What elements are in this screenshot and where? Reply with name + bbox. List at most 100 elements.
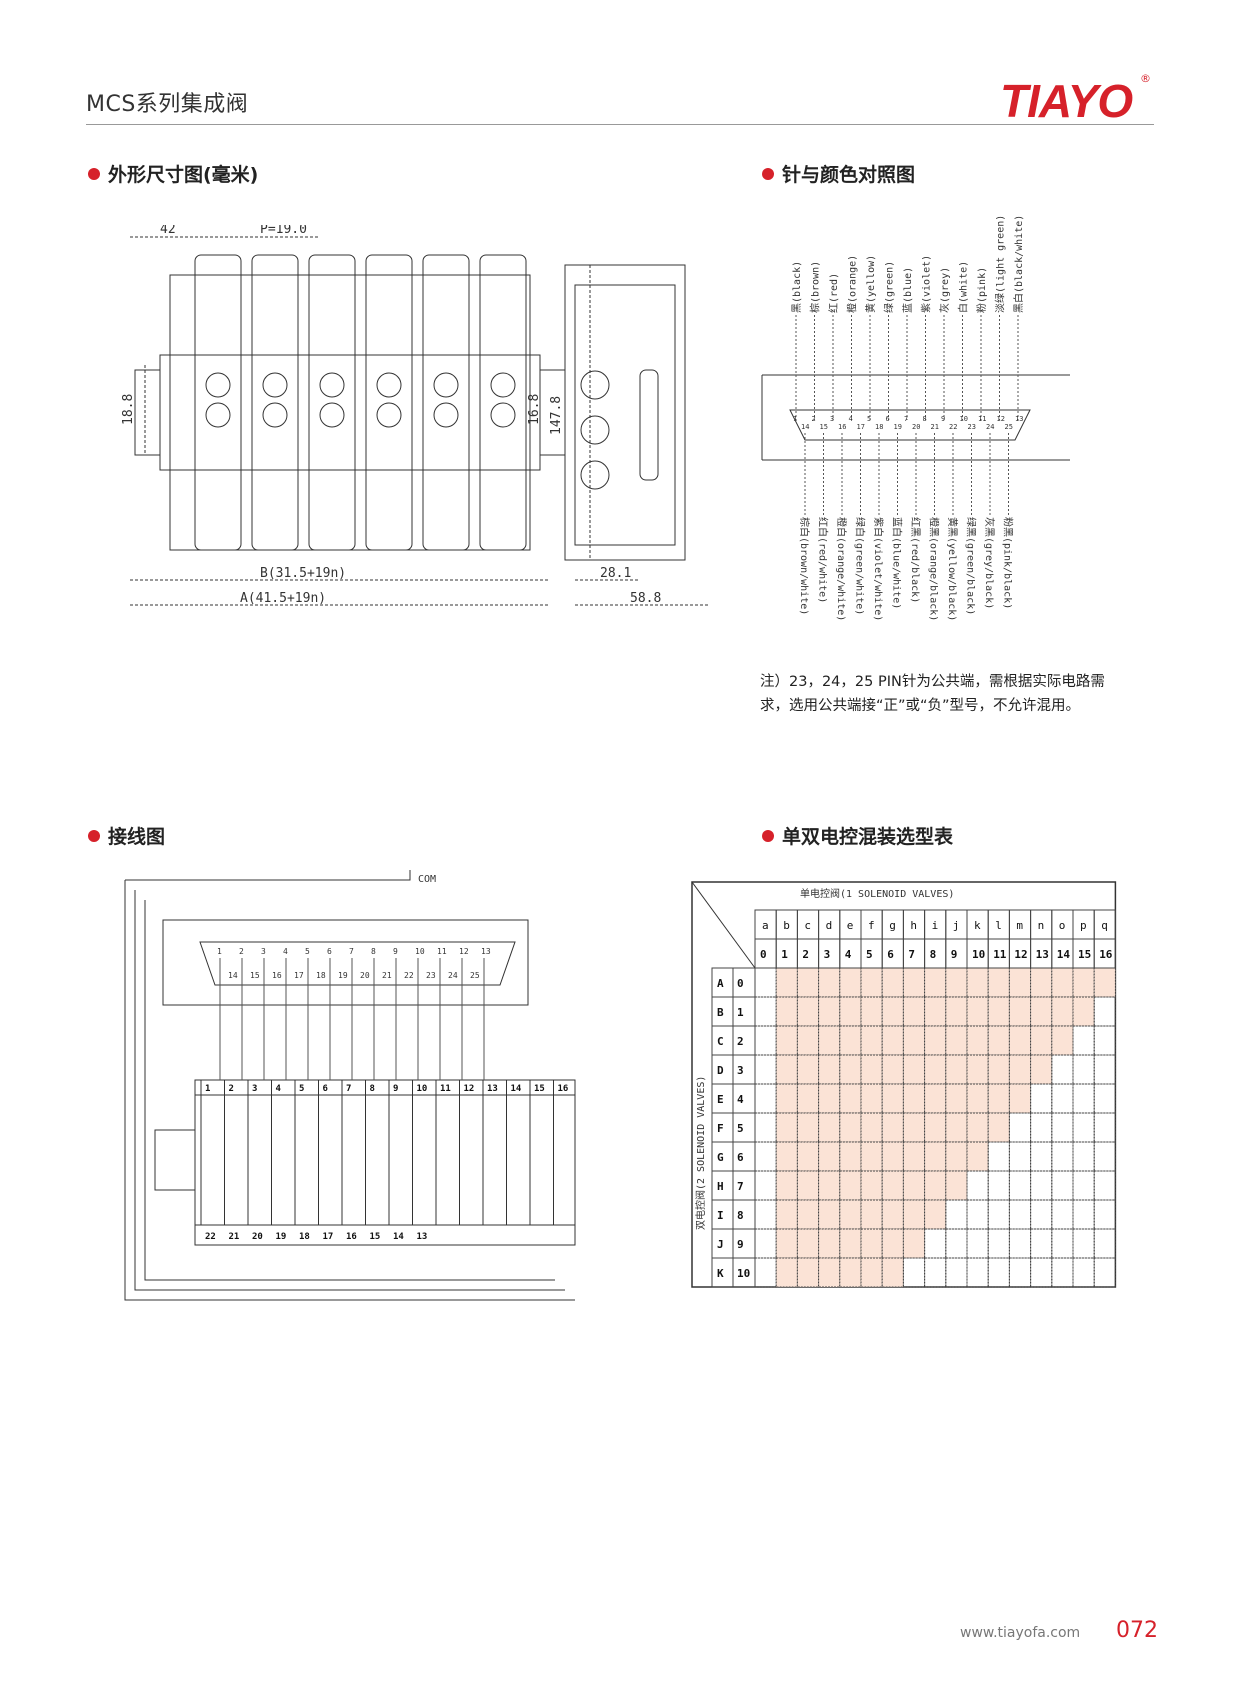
terminal-number: 16 xyxy=(346,1232,357,1242)
table-cell xyxy=(1093,967,1116,998)
terminal-number: 20 xyxy=(252,1232,263,1242)
table-cell xyxy=(881,1257,904,1288)
valve-port xyxy=(205,372,231,398)
col-number: 9 xyxy=(951,948,958,961)
table-cell xyxy=(1093,1257,1116,1288)
col-number: 15 xyxy=(1078,948,1091,961)
row-letter: G xyxy=(717,1151,724,1164)
col-letter: d xyxy=(826,919,833,932)
row-letter: D xyxy=(717,1064,724,1077)
table-cell xyxy=(987,1141,1010,1172)
connector-pin: 4 xyxy=(283,947,288,956)
table-cell xyxy=(1008,1199,1032,1230)
dim-58-8: 58.8 xyxy=(630,591,661,606)
pin-number: 20 xyxy=(912,423,920,431)
col-letter: f xyxy=(868,919,875,932)
table-cell xyxy=(987,1054,1010,1085)
terminal-number: 6 xyxy=(323,1084,328,1094)
pin-number: 6 xyxy=(886,415,890,423)
table-cell xyxy=(860,1025,883,1056)
page-number: 072 xyxy=(1116,1618,1158,1643)
col-number: 8 xyxy=(930,948,937,961)
table-cell xyxy=(945,1228,968,1259)
row-number: 0 xyxy=(737,977,744,990)
table-cell xyxy=(818,1199,841,1230)
table-cell xyxy=(902,1199,926,1230)
row-number: 5 xyxy=(737,1122,744,1135)
table-cell xyxy=(881,1083,904,1114)
terminal-block xyxy=(194,1079,576,1246)
table-cell xyxy=(1093,1112,1116,1143)
row-number: 3 xyxy=(737,1064,744,1077)
table-cell xyxy=(924,967,947,998)
table-cell xyxy=(1093,1199,1116,1230)
table-cell xyxy=(987,1083,1010,1114)
table-cell xyxy=(818,1054,841,1085)
table-cell xyxy=(1030,1112,1053,1143)
table-cell xyxy=(881,1025,904,1056)
table-cell xyxy=(775,1083,798,1114)
table-cell xyxy=(796,1141,820,1172)
pin-color-label: 粉黑(pink/black) xyxy=(1002,517,1015,609)
pin-number: 18 xyxy=(875,423,883,431)
table-cell xyxy=(945,1083,968,1114)
table-cell xyxy=(754,967,777,998)
row-number: 8 xyxy=(737,1209,744,1222)
table-cell xyxy=(796,1199,820,1230)
terminal-number: 15 xyxy=(370,1232,381,1242)
table-cell xyxy=(1072,996,1095,1027)
table-cell xyxy=(924,1025,947,1056)
dim-pitch: P=19.0 xyxy=(260,225,307,237)
table-cell xyxy=(1051,1083,1074,1114)
table-cell xyxy=(1093,1054,1116,1085)
pin-number: 14 xyxy=(801,423,809,431)
table-cell xyxy=(1072,1025,1095,1056)
col-number: 4 xyxy=(845,948,852,961)
table-cell xyxy=(987,1228,1010,1259)
table-cell xyxy=(945,1054,968,1085)
valve-port xyxy=(433,402,459,428)
connector-pin: 17 xyxy=(294,971,304,980)
table-cell xyxy=(1051,1025,1074,1056)
table-cell xyxy=(1008,1083,1032,1114)
table-cell xyxy=(987,967,1010,998)
table-cell xyxy=(902,1054,926,1085)
table-cell xyxy=(754,1199,777,1230)
table-cell xyxy=(860,1083,883,1114)
table-cell xyxy=(924,1228,947,1259)
table-cell xyxy=(987,1112,1010,1143)
terminal-number: 1 xyxy=(205,1084,210,1094)
table-cell xyxy=(796,1054,820,1085)
col-letter: i xyxy=(932,919,939,932)
table-cell xyxy=(818,1228,841,1259)
row-letter: E xyxy=(717,1093,724,1106)
table-cell xyxy=(1072,1170,1095,1201)
table-cell xyxy=(945,967,968,998)
manifold-base xyxy=(159,354,541,471)
row-letter: I xyxy=(717,1209,724,1222)
dim-147-8: 147.8 xyxy=(549,396,564,435)
col-number: 14 xyxy=(1057,948,1071,961)
table-cell xyxy=(1051,1112,1074,1143)
pin-color-label: 绿(green) xyxy=(883,261,896,313)
valve-port xyxy=(376,402,402,428)
table-cell xyxy=(1008,967,1032,998)
dsub-connector xyxy=(789,409,1031,441)
table-cell xyxy=(966,1199,989,1230)
manifold-outline xyxy=(169,274,531,551)
pin-number: 10 xyxy=(960,415,968,423)
table-cell xyxy=(1030,1083,1053,1114)
selection-table: a0b1c2d3e4f5g6h7i8j9k10l11m12n13o14p15q1… xyxy=(691,881,1117,1288)
table-cell xyxy=(860,1228,883,1259)
connector-pin: 8 xyxy=(371,947,376,956)
table-cell xyxy=(839,996,862,1027)
table-cell xyxy=(839,1083,862,1114)
valve-port xyxy=(490,372,516,398)
pin-color-label: 灰黑(grey/black) xyxy=(983,517,996,609)
table-cell xyxy=(945,1170,968,1201)
table-cell xyxy=(775,996,798,1027)
table-cell xyxy=(1051,1257,1074,1288)
pin-number: 21 xyxy=(931,423,939,431)
terminal-number: 15 xyxy=(534,1084,545,1094)
